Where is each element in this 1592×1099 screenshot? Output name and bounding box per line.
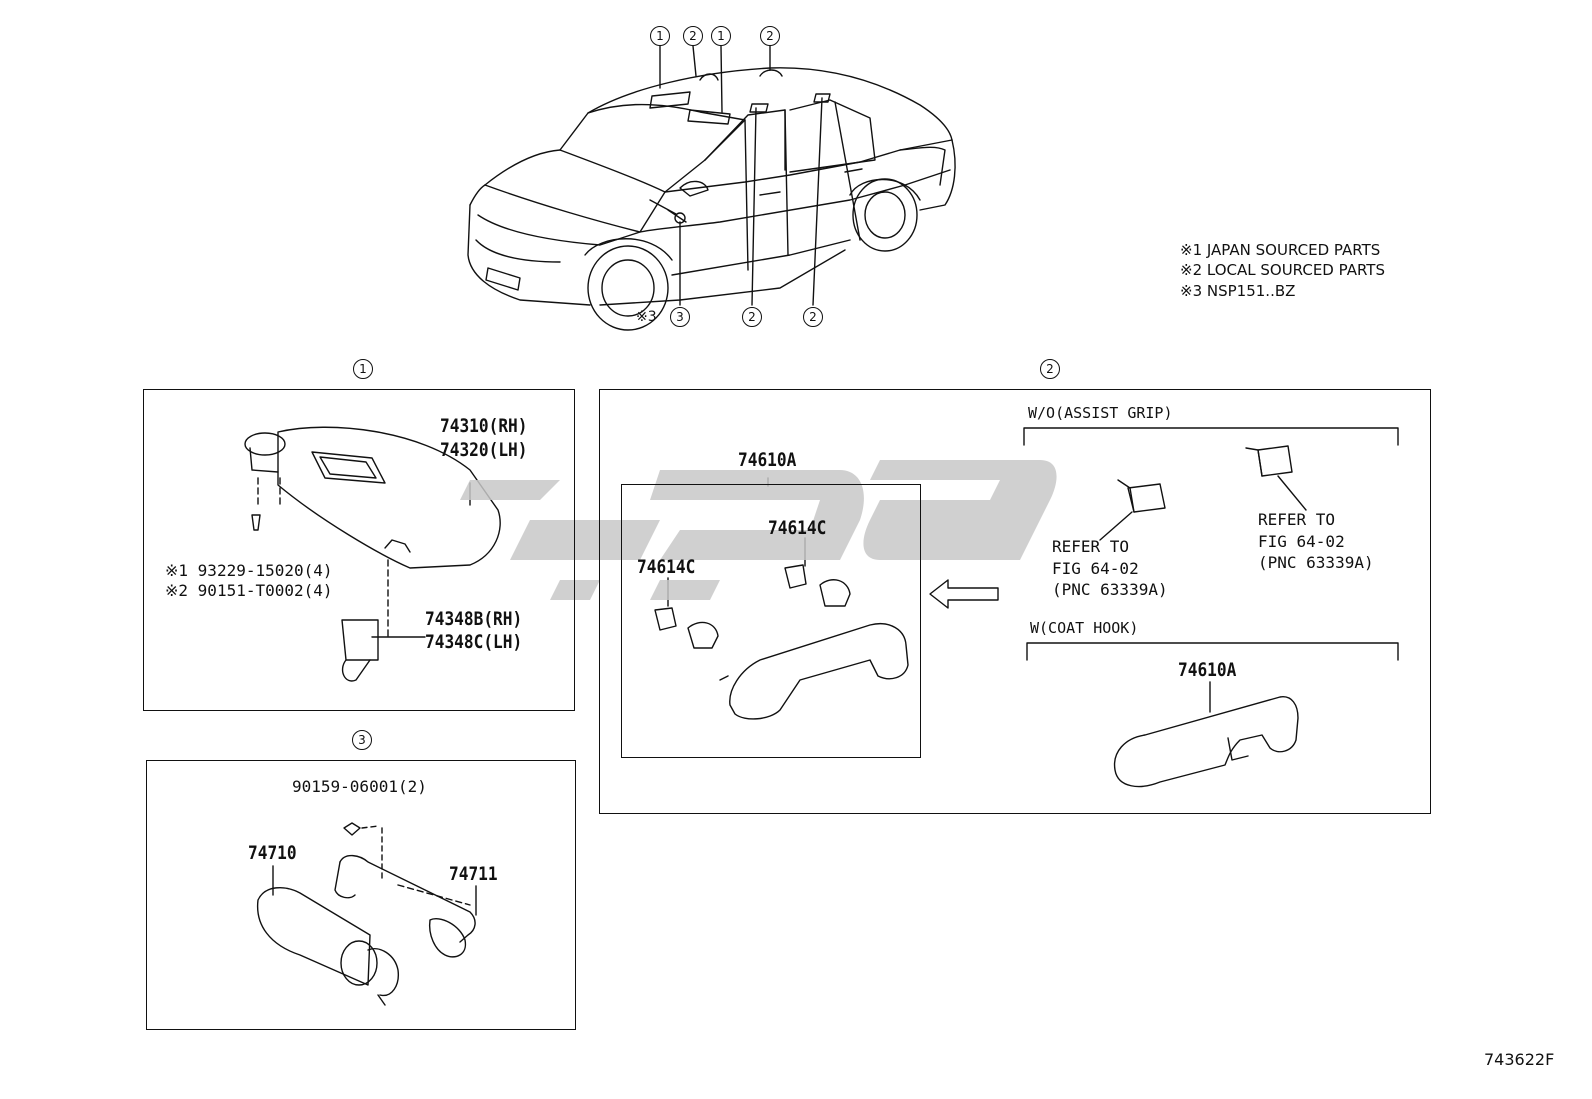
section-1-marker: 1: [353, 359, 373, 379]
part-screw-local[interactable]: ※2 90151-T0002(4): [165, 581, 333, 600]
section-1-box: [143, 389, 575, 711]
part-screw-japan[interactable]: ※1 93229-15020(4): [165, 561, 333, 580]
section-3-marker: 3: [352, 730, 372, 750]
part-74711[interactable]: 74711: [449, 863, 498, 885]
part-74610a-main[interactable]: 74610A: [738, 449, 797, 471]
car-callout-1a: 1: [650, 26, 670, 46]
sun-visor-drawing: [244, 426, 501, 682]
section-2-marker: 2: [1040, 359, 1060, 379]
watermark: [460, 460, 1057, 600]
car-callout-leaders: [659, 45, 823, 306]
car-callout-3: 3: [670, 307, 690, 327]
part-74610a-coat-hook[interactable]: 74610A: [1178, 659, 1237, 681]
cylinder-drawing: [256, 822, 477, 1006]
part-74320-lh[interactable]: 74320(LH): [440, 439, 528, 461]
refer-b-line-1[interactable]: REFER TO: [1258, 510, 1336, 529]
part-74614c-a[interactable]: 74614C: [768, 517, 827, 539]
legend-line-1: ※1 JAPAN SOURCED PARTS: [1180, 241, 1381, 259]
car-callout-note-3: ※3: [636, 309, 657, 325]
section-3-box: [146, 760, 576, 1030]
refer-a-line-2[interactable]: FIG 64-02: [1052, 559, 1139, 578]
car-callout-2a: 2: [683, 26, 703, 46]
section-2-inner-box: [621, 484, 921, 758]
refer-a-line-3[interactable]: (PNC 63339A): [1052, 580, 1168, 599]
section-2-box: [599, 389, 1431, 814]
refer-a-line-1[interactable]: REFER TO: [1052, 537, 1130, 556]
car-callout-2d: 2: [803, 307, 823, 327]
car-callout-2c: 2: [742, 307, 762, 327]
part-74710[interactable]: 74710: [248, 842, 297, 864]
part-74310-rh[interactable]: 74310(RH): [440, 415, 528, 437]
w-coat-hook-label: W(COAT HOOK): [1030, 619, 1139, 637]
car-callout-2b: 2: [760, 26, 780, 46]
wo-assist-grip-label: W/O(ASSIST GRIP): [1028, 404, 1173, 422]
part-90159-bolt[interactable]: 90159-06001(2): [292, 777, 427, 796]
legend-line-3: ※3 NSP151..BZ: [1180, 282, 1296, 300]
part-74348c-lh[interactable]: 74348C(LH): [425, 631, 523, 653]
car-callout-1b: 1: [711, 26, 731, 46]
part-74614c-b[interactable]: 74614C: [637, 556, 696, 578]
part-74348b-rh[interactable]: 74348B(RH): [425, 608, 523, 630]
car-illustration: [467, 67, 956, 331]
diagram-id: 743622F: [1484, 1050, 1555, 1069]
refer-b-line-2[interactable]: FIG 64-02: [1258, 532, 1345, 551]
legend-line-2: ※2 LOCAL SOURCED PARTS: [1180, 261, 1385, 279]
refer-b-line-3[interactable]: (PNC 63339A): [1258, 553, 1374, 572]
